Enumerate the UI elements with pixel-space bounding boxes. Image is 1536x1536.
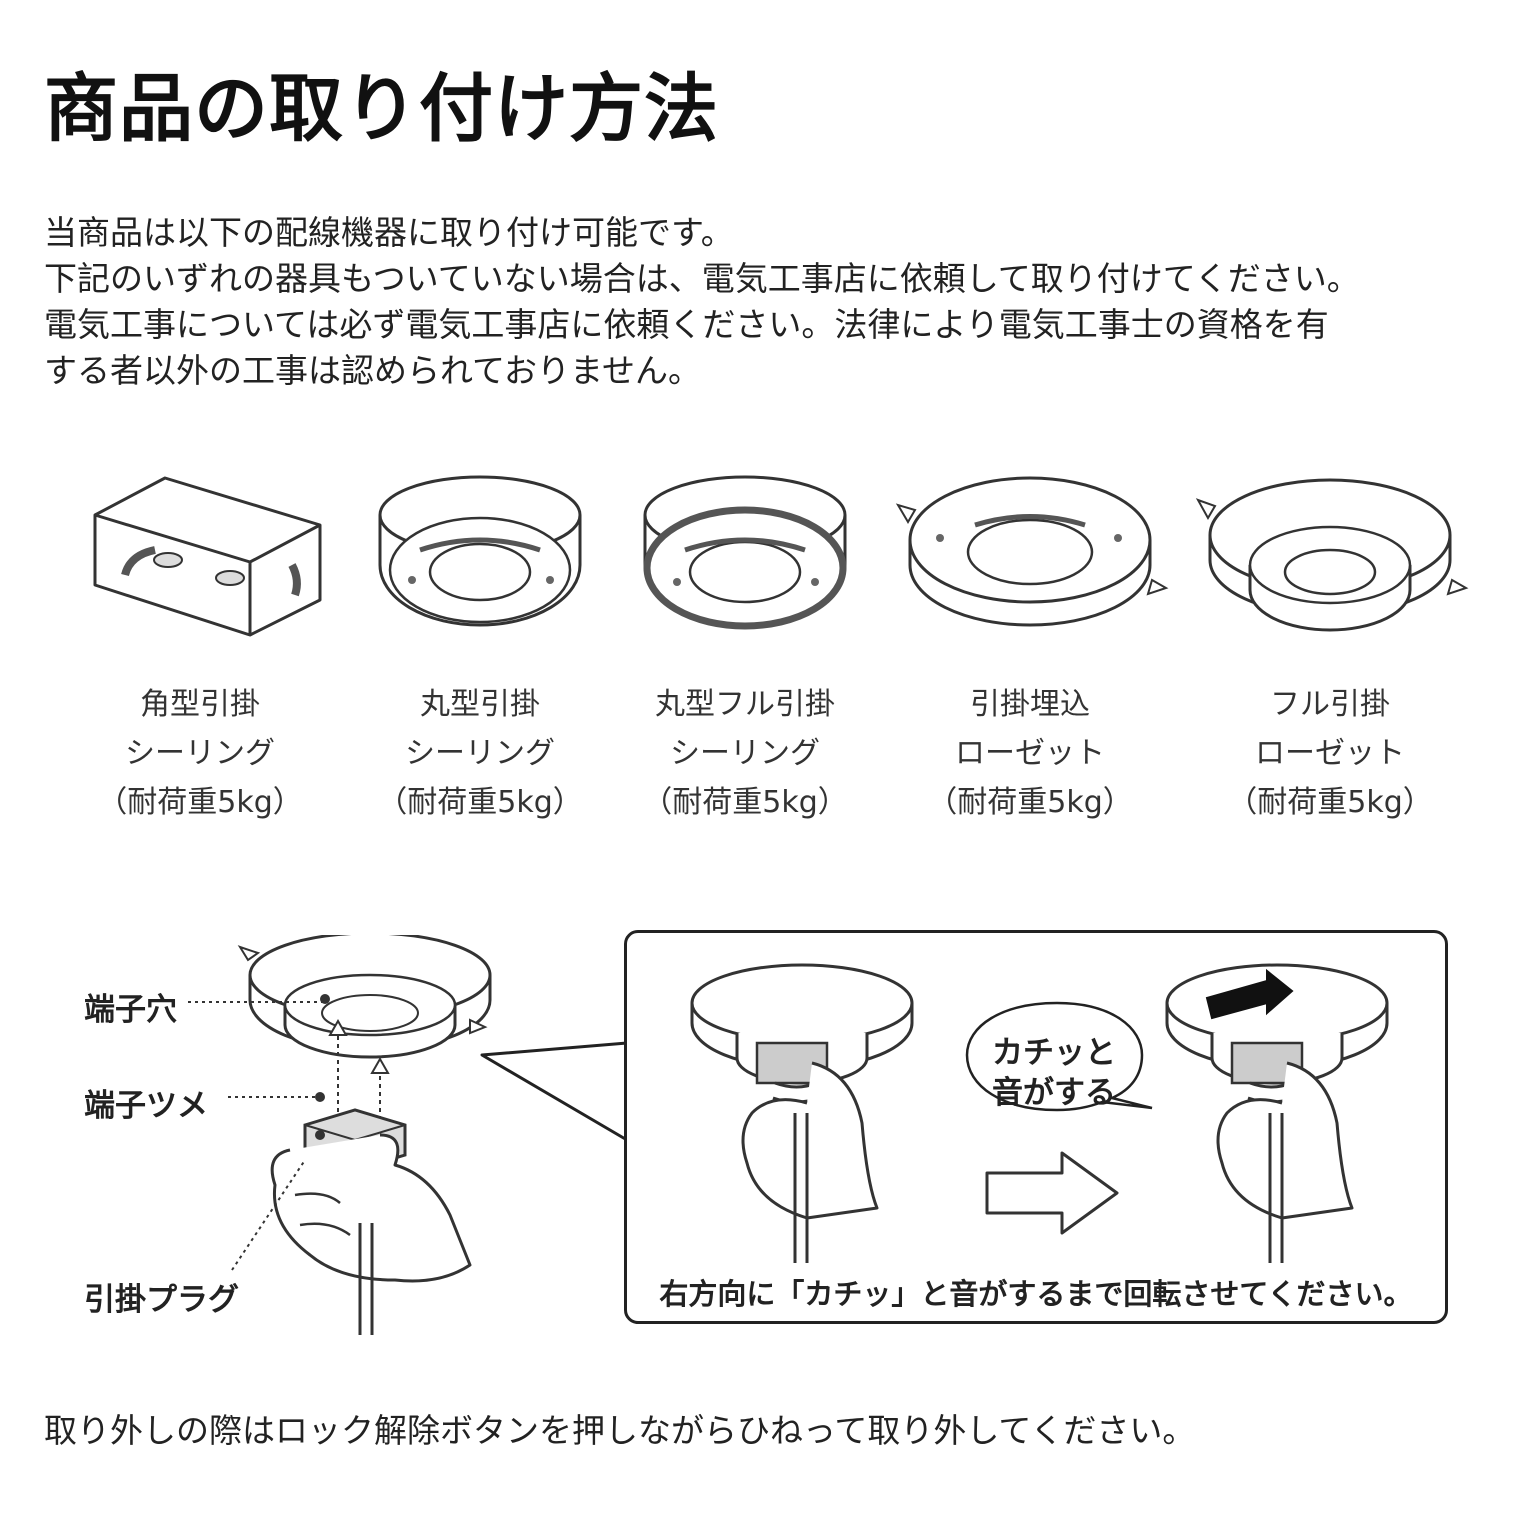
fixture-label: 角型引掛: [140, 687, 260, 722]
fixture-full-hook-rosette: フル引掛 ローゼット （耐荷重5kg）: [1190, 470, 1470, 827]
bubble-line: カチッと: [992, 1035, 1116, 1071]
intro-line: 電気工事については必ず電気工事店に依頼ください。法律により電気工事士の資格を有: [44, 305, 1329, 344]
fixture-label: シーリング: [670, 736, 820, 771]
callout-leaders: [188, 1001, 322, 1271]
fixture-round-ceiling: 丸型引掛 シーリング （耐荷重5kg）: [340, 470, 620, 827]
intro-line: する者以外の工事は認められておりません。: [44, 351, 702, 390]
callout-pointer: [480, 1041, 628, 1142]
speech-bubble-text: カチッと 音がする: [979, 1033, 1129, 1113]
callout-hook-plug: 引掛プラグ: [84, 1282, 239, 1318]
intro-line: 下記のいずれの器具もついていない場合は、電気工事店に依頼して取り付けてください。: [44, 259, 1360, 298]
fixture-label: 丸型引掛: [420, 687, 540, 722]
page-title: 商品の取り付け方法: [44, 66, 719, 152]
fixture-label: ローゼット: [1255, 736, 1405, 771]
plug-insertion-illustration: [237, 935, 492, 1335]
fixture-load-label: （耐荷重5kg）: [1227, 785, 1433, 820]
flush-rosette-icon: [895, 476, 1169, 627]
fixture-load-label: （耐荷重5kg）: [642, 785, 848, 820]
square-ceiling-hook-icon: [93, 476, 322, 637]
rotation-instruction: 右方向に「カチッ」と音がするまで回転させてください。: [659, 1277, 1413, 1311]
fixture-label: シーリング: [125, 736, 275, 771]
fixture-label: ローゼット: [955, 736, 1105, 771]
fixture-flush-rosette: 引掛埋込 ローゼット （耐荷重5kg）: [890, 470, 1170, 827]
round-full-ceiling-hook-icon: [643, 475, 847, 630]
full-hook-rosette-icon: [1195, 478, 1469, 632]
speech-bubble: [965, 1001, 1153, 1112]
plug-rotated-illustration: [1165, 963, 1389, 1263]
fixture-label: シーリング: [405, 736, 555, 771]
fixture-load-label: （耐荷重5kg）: [97, 785, 303, 820]
intro-text: 当商品は以下の配線機器に取り付け可能です。 下記のいずれの器具もついていない場合…: [44, 210, 1514, 394]
next-arrow-icon: [985, 1151, 1119, 1235]
fixture-round-full-ceiling: 丸型フル引掛 シーリング （耐荷重5kg）: [605, 470, 885, 827]
fixture-load-label: （耐荷重5kg）: [927, 785, 1133, 820]
rotation-instruction-box: カチッと 音がする 右方向に「カチッ」と音がするまで回転させてください。: [624, 930, 1448, 1324]
removal-instruction: 取り外しの際はロック解除ボタンを押しながらひねって取り外してください。: [44, 1411, 1196, 1450]
intro-line: 当商品は以下の配線機器に取り付け可能です。: [44, 213, 734, 252]
callout-terminal-hole: 端子穴: [84, 992, 177, 1028]
fixture-square-ceiling: 角型引掛 シーリング （耐荷重5kg）: [60, 470, 340, 827]
rotate-arrow-icon: [1205, 968, 1294, 1020]
fixture-label: 引掛埋込: [970, 687, 1090, 722]
bubble-line: 音がする: [992, 1075, 1116, 1111]
fixture-label: 丸型フル引掛: [655, 687, 835, 722]
callout-terminal-claw: 端子ツメ: [84, 1088, 208, 1124]
compatible-fixtures: 角型引掛 シーリング （耐荷重5kg） 丸型引掛 シーリング （耐荷重5kg）: [60, 470, 1480, 830]
fixture-load-label: （耐荷重5kg）: [377, 785, 583, 820]
fixture-label: フル引掛: [1270, 687, 1390, 722]
plug-attached-illustration: [690, 963, 914, 1263]
round-ceiling-hook-icon: [378, 475, 582, 627]
